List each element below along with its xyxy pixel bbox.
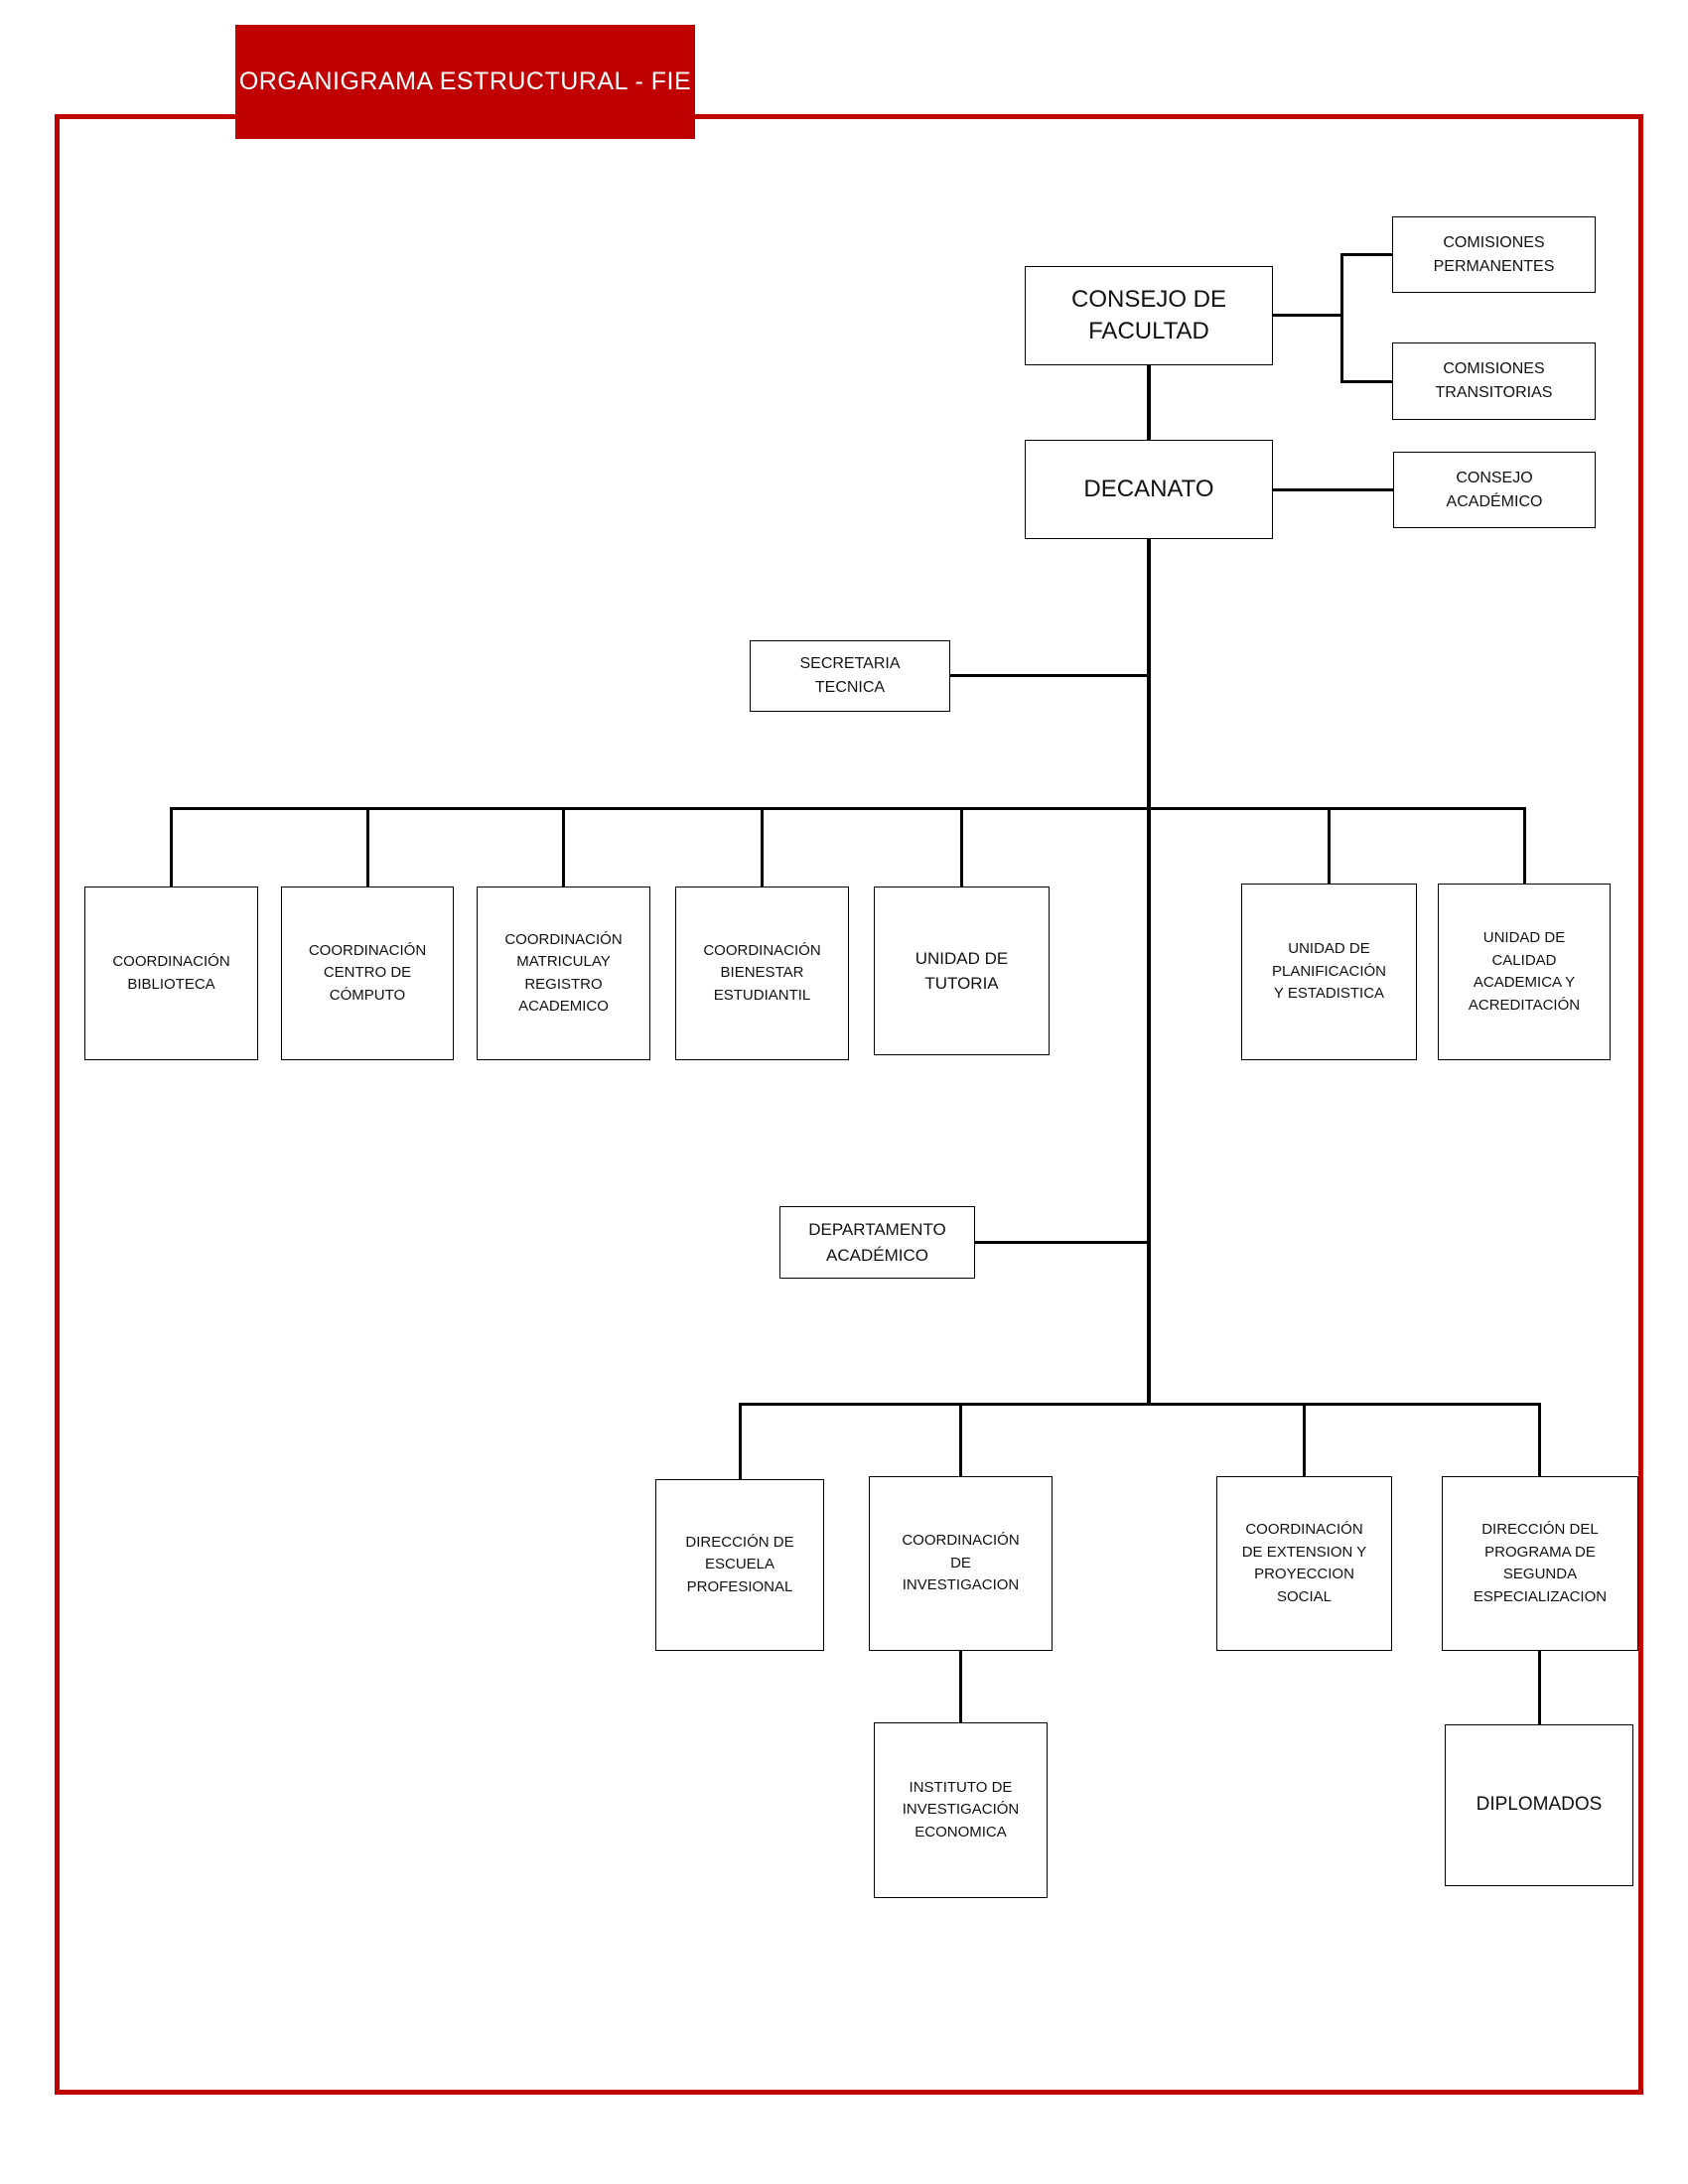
node-unidad-tutoria: UNIDAD DE TUTORIA [874,887,1050,1055]
connector-programa-diplomados [1538,1651,1541,1724]
connector-trunk [1147,539,1151,1405]
node-unidad-planificacion: UNIDAD DE PLANIFICACIÓN Y ESTADISTICA [1241,884,1417,1060]
connector-drop-investigacion [959,1403,962,1476]
connector-drop-calidad [1523,807,1526,887]
node-direccion-programa-segunda: DIRECCIÓN DEL PROGRAMA DE SEGUNDA ESPECI… [1442,1476,1638,1651]
node-diplomados: DIPLOMADOS [1445,1724,1633,1886]
connector-departamento-trunk [975,1241,1147,1244]
connector-drop-extension [1303,1403,1306,1476]
connector-drop-centro-computo [366,807,369,887]
connector-consejo-bracket-h [1273,314,1342,317]
connector-decanato-consejo-academico [1273,488,1393,491]
connector-investigacion-instituto [959,1651,962,1722]
node-coordinacion-centro-computo: COORDINACIÓN CENTRO DE CÓMPUTO [281,887,454,1060]
node-coordinacion-biblioteca: COORDINACIÓN BIBLIOTECA [84,887,258,1060]
node-instituto-investigacion: INSTITUTO DE INVESTIGACIÓN ECONOMICA [874,1722,1048,1898]
connector-consejo-decanato [1147,365,1151,440]
connector-comisiones-transitorias [1340,380,1392,383]
node-consejo-academico: CONSEJO ACADÉMICO [1393,452,1596,528]
connector-drop-biblioteca [170,807,173,887]
connector-comisiones-bracket-v [1340,253,1343,383]
node-unidad-calidad: UNIDAD DE CALIDAD ACADEMICA Y ACREDITACI… [1438,884,1611,1060]
node-direccion-escuela-profesional: DIRECCIÓN DE ESCUELA PROFESIONAL [655,1479,824,1651]
connector-drop-programa [1538,1403,1541,1476]
node-decanato: DECANATO [1025,440,1273,539]
connector-drop-planificacion [1328,807,1331,887]
connector-comisiones-permanentes [1340,253,1392,256]
connector-secretaria-trunk [950,674,1147,677]
node-coordinacion-investigacion: COORDINACIÓN DE INVESTIGACION [869,1476,1053,1651]
node-secretaria-tecnica: SECRETARIA TECNICA [750,640,950,712]
node-comisiones-transitorias: COMISIONES TRANSITORIAS [1392,342,1596,420]
title-banner: ORGANIGRAMA ESTRUCTURAL - FIE [235,25,695,139]
connector-drop-matricula [562,807,565,887]
connector-row1-horizontal [170,807,1526,810]
node-coordinacion-matricula-registro: COORDINACIÓN MATRICULAY REGISTRO ACADEMI… [477,887,650,1060]
node-comisiones-permanentes: COMISIONES PERMANENTES [1392,216,1596,293]
connector-drop-direccion-escuela [739,1403,742,1479]
page-border-frame [55,114,1643,2095]
page-title: ORGANIGRAMA ESTRUCTURAL - FIE [238,68,692,95]
node-coordinacion-extension: COORDINACIÓN DE EXTENSION Y PROYECCION S… [1216,1476,1392,1651]
connector-row2-horizontal [739,1403,1541,1406]
node-consejo-de-facultad: CONSEJO DE FACULTAD [1025,266,1273,365]
connector-drop-tutoria [960,807,963,887]
connector-drop-bienestar [761,807,764,887]
node-departamento-academico: DEPARTAMENTO ACADÉMICO [779,1206,975,1279]
node-coordinacion-bienestar: COORDINACIÓN BIENESTAR ESTUDIANTIL [675,887,849,1060]
